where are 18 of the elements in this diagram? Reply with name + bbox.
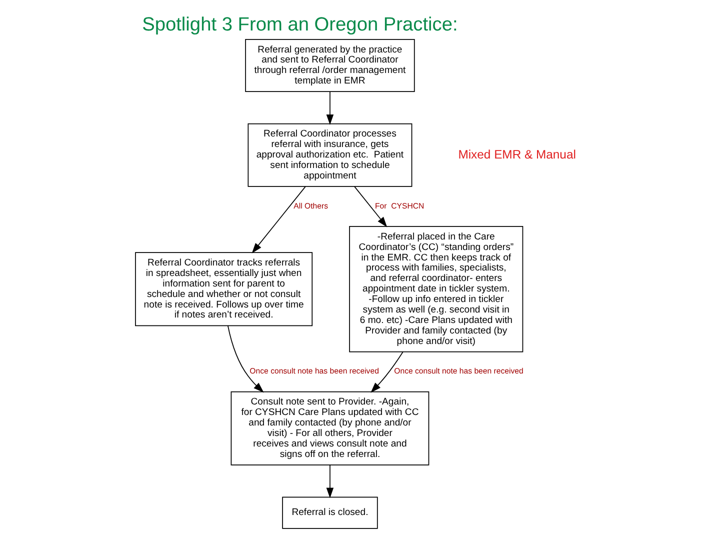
arrow [252,186,306,254]
arrow [370,352,404,393]
arrow [354,186,388,228]
diagram-title: Spotlight 3 From an Oregon Practice: [142,14,458,36]
node-box: Consult note sent to Provider. -Again, for CYSHCN Care Plans updated with CC and family contacted (by phone and/or visit) - For all others, Provider receives and views consult note and signs off on the referral. [230,391,430,466]
edge-label: Once consult note has been received [394,366,524,376]
arrow [326,91,334,125]
node-box: Referral generated by the practice and sent to Referral Coordinator through referral /order management template in EMR [245,38,415,92]
node-box: Referral is closed. [282,496,378,529]
edge-label: All Others [294,201,328,210]
arrow [227,325,264,393]
arrow [326,464,334,498]
edge-label: For CYSHCN [375,201,424,210]
node-box: Referral Coordinator processes referral with insurance, gets approval authorization etc. Patient sent information to schedule appointment [248,123,412,187]
label: Mixed EMR & Manual [458,147,576,162]
edge-label: Once consult note has been received [250,366,379,376]
node-box: -Referral placed in the Care Coordinator’s (CC) “standing orders” in the EMR. CC then keeps track of process with families, specialists, and referral coordinator- enters appointment date in tickler system. -Follow up info entered in tickler system as well (e.g. second visit in 6 mo. etc) -Care Plans updated with Provider and family contacted (by phone and/or visit) [349,226,524,352]
node-box: Referral Coordinator tracks referrals in spreadsheet, essentially just when information sent for parent to schedule and whether or not consult note is received. Follows up over time if notes aren’t received. [135,252,313,326]
